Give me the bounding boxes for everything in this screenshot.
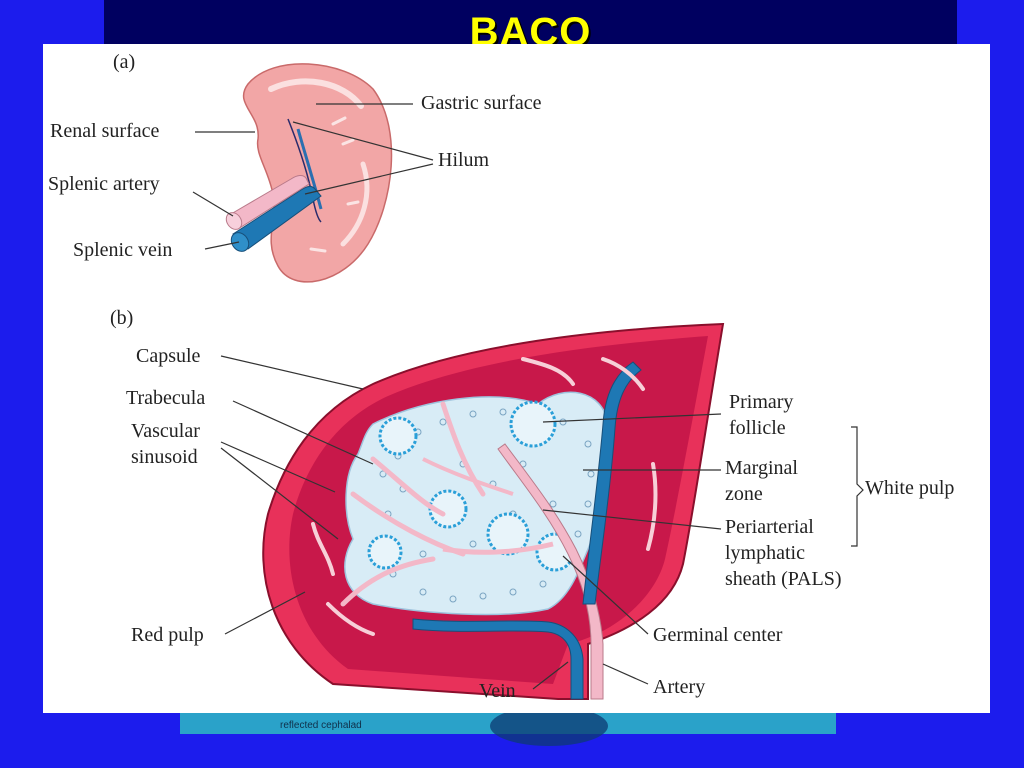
leader-vascular [220, 441, 336, 493]
label-trabecula: Trabecula [126, 387, 205, 409]
label-capsule: Capsule [136, 345, 201, 367]
label-renal-surface: Renal surface [50, 120, 160, 142]
follicles [367, 400, 575, 572]
leader-splenic-artery [192, 191, 234, 217]
label-pals: lymphatic [725, 542, 805, 564]
vein [412, 618, 584, 700]
label-artery: Artery [653, 676, 705, 698]
spleen-highlight [340, 161, 370, 247]
splenic-artery [230, 175, 310, 230]
artery-branch [442, 541, 554, 555]
vein-upper [582, 361, 642, 605]
leader-artery [602, 663, 649, 685]
primary-follicle [509, 400, 557, 448]
label-pals: Periarterial [725, 516, 814, 538]
label-pals: sheath (PALS) [725, 568, 841, 590]
label-marginal-zone: zone [725, 483, 763, 505]
spleen-highlight [268, 78, 364, 109]
panel-a-letter: (a) [113, 51, 135, 73]
white-pulp-bracket [851, 426, 864, 547]
leader-hilum [304, 163, 434, 195]
label-primary-follicle: follicle [729, 417, 786, 439]
splenic-vein [232, 185, 322, 250]
leader-primary-follicle [542, 413, 722, 423]
spleen-figure: (a) [43, 44, 990, 713]
label-vascular-sinusoid: Vascular [131, 420, 200, 442]
label-hilum: Hilum [438, 149, 490, 171]
label-gastric-surface: Gastric surface [421, 92, 542, 114]
leader-hilum [292, 121, 434, 161]
label-white-pulp: White pulp [865, 477, 954, 499]
leader-vein [532, 661, 569, 690]
label-vascular-sinusoid: sinusoid [131, 446, 198, 468]
leader-trabecula [232, 400, 374, 465]
label-splenic-artery: Splenic artery [48, 173, 160, 195]
spleen-texture [309, 116, 360, 253]
underlying-caption: reflected cephalad [280, 720, 362, 731]
leader-splenic-vein [204, 241, 240, 250]
red-pulp-streaks [311, 357, 658, 636]
leader-capsule [220, 355, 364, 390]
label-red-pulp: Red pulp [131, 624, 204, 646]
label-germinal-center: Germinal center [653, 624, 783, 646]
panel-b-letter: (b) [110, 307, 133, 329]
leader-red-pulp [224, 591, 306, 635]
primary-follicle [378, 416, 418, 456]
label-marginal-zone: Marginal [725, 457, 798, 479]
label-splenic-vein: Splenic vein [73, 239, 172, 261]
label-primary-follicle: Primary [729, 391, 793, 413]
splenic-vein-end [230, 232, 250, 252]
leader-pals [542, 509, 722, 530]
leader-vascular [220, 447, 339, 540]
spleen-diagram: (a) [48, 51, 954, 702]
primary-follicle [486, 512, 530, 556]
panel-a: (a) [48, 51, 542, 283]
hilum-vessel [296, 128, 323, 210]
primary-follicle [367, 534, 403, 570]
leader-germinal-center [562, 555, 649, 635]
label-vein: Vein [479, 680, 516, 702]
artery-branch [422, 457, 514, 496]
panel-b: (b) [110, 307, 954, 702]
